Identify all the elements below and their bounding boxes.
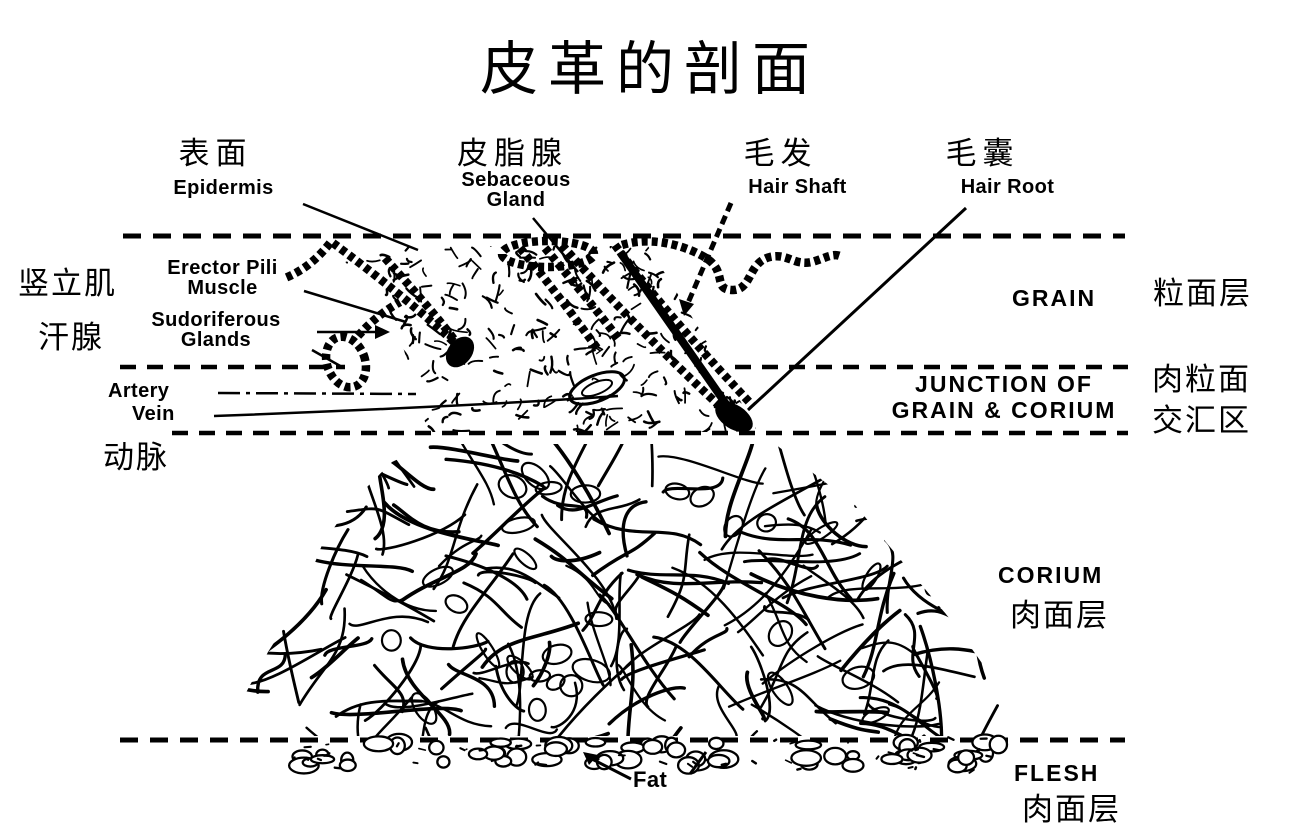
label-junction-zh-1: 肉粒面 xyxy=(1152,362,1251,398)
label-erector-pili-zh: 竖立肌 xyxy=(18,266,117,302)
label-hair-shaft-zh: 毛发 xyxy=(743,136,818,172)
sebaceous-duct-band-2 xyxy=(516,245,604,355)
label-erector-pili-en: Erector Pili Muscle xyxy=(167,257,278,299)
hair-follicle-wall-left xyxy=(558,242,727,414)
label-fat-en: Fat xyxy=(633,767,668,792)
label-flesh-en: FLESH xyxy=(1014,760,1100,786)
label-artery-en: Artery xyxy=(108,380,170,402)
epidermis-band-short xyxy=(283,240,334,282)
sebaceous-duct-band-1 xyxy=(541,245,622,341)
fat-leader-right xyxy=(688,751,708,775)
sudoriferous-leader-tick xyxy=(311,348,343,369)
grain-layer-texture xyxy=(333,246,758,432)
label-artery-zh: 动脉 xyxy=(103,440,169,476)
sudoriferous-arrowhead xyxy=(375,325,390,339)
hair-shaft-arrowhead xyxy=(679,299,694,316)
fat-arrowhead xyxy=(583,752,598,765)
label-epidermis-en: Epidermis xyxy=(173,177,274,199)
label-surface-zh: 表面 xyxy=(178,136,253,172)
vessel-cross-section xyxy=(568,370,626,406)
label-hair-root-en: Hair Root xyxy=(960,176,1055,198)
artery-leader xyxy=(217,391,417,396)
sudoriferous-gland-coil xyxy=(321,332,371,392)
label-sebaceous-zh: 皮脂腺 xyxy=(457,136,568,172)
erector-pili-leader xyxy=(303,289,407,324)
label-junction-zh-2: 交汇区 xyxy=(1152,403,1251,439)
vessel-cross-section-inner xyxy=(580,378,614,398)
label-junction-en: JUNCTION OF GRAIN & CORIUM xyxy=(891,371,1117,423)
label-hair-root-zh: 毛囊 xyxy=(945,136,1020,172)
label-flesh-zh: 肉面层 xyxy=(1022,792,1121,828)
hair-above-skin xyxy=(620,237,845,295)
label-corium-zh: 肉面层 xyxy=(1010,598,1109,634)
hair-root-leader xyxy=(746,206,968,412)
hair-shaft-leader xyxy=(685,202,734,304)
label-sudoriferous-en: Sudoriferous Glands xyxy=(151,309,281,351)
fat-leader-left xyxy=(589,756,632,781)
label-grain-zh: 粒面层 xyxy=(1153,276,1252,312)
label-grain-en: GRAIN xyxy=(1012,285,1097,311)
label-sebaceous-en: Sebaceous Gland xyxy=(461,169,571,211)
label-hair-shaft-en: Hair Shaft xyxy=(748,176,847,198)
erector-pili-muscle-band xyxy=(381,255,462,348)
sebaceous-leader xyxy=(532,217,579,273)
vein-leader xyxy=(213,394,619,418)
epidermis-leader xyxy=(302,202,419,252)
figure-title: 皮革的剖面 xyxy=(479,35,820,103)
follicle-bulb xyxy=(445,336,475,368)
epidermis-band xyxy=(330,239,466,354)
label-sweat-gland-zh: 汗腺 xyxy=(38,320,104,356)
label-vein-en: Vein xyxy=(132,403,175,425)
hair-root-bulb xyxy=(715,401,753,433)
label-corium-en: CORIUM xyxy=(998,562,1104,588)
hair-shaft-core xyxy=(616,249,737,417)
sebaceous-gland-loop xyxy=(497,236,599,272)
